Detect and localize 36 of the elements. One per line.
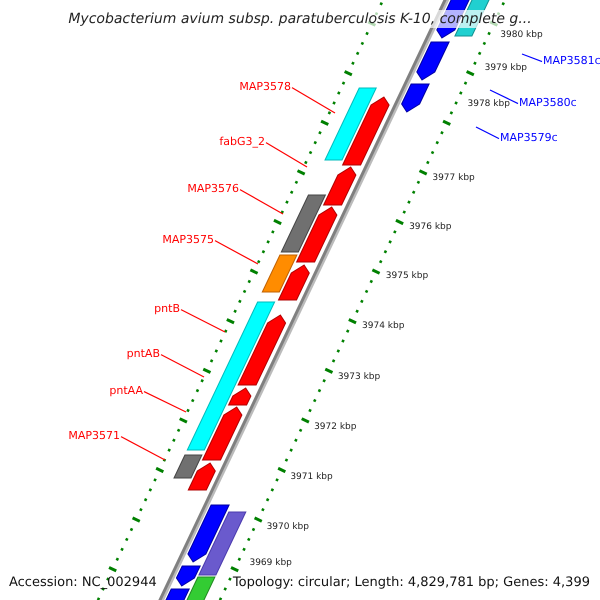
tick-label: 3972 kbp bbox=[314, 423, 356, 432]
gene-label: fabG3_2 bbox=[219, 136, 265, 147]
gene-label: MAP3580c bbox=[519, 97, 577, 108]
tick-label: 3976 kbp bbox=[409, 223, 452, 232]
gene-label: pntAA bbox=[109, 385, 143, 396]
gene-label: MAP3575 bbox=[162, 234, 214, 245]
leader-line bbox=[160, 354, 204, 378]
tick-label: 3978 kbp bbox=[468, 100, 510, 109]
tick-label: 3973 kbp bbox=[338, 373, 380, 382]
leader-line bbox=[240, 189, 284, 215]
tick-label: 3977 kbp bbox=[432, 174, 475, 183]
tick-label: 3975 kbp bbox=[386, 272, 428, 281]
leader-line bbox=[266, 142, 308, 168]
leader-line bbox=[180, 309, 226, 333]
tick-label: 3969 kbp bbox=[249, 559, 292, 568]
accession-text: Accession: NC_002944 bbox=[9, 576, 157, 589]
genome-info-text: Topology: circular; Length: 4,829,781 bp; Genes: 4,399 bbox=[232, 576, 590, 589]
tick-label: 3970 kbp bbox=[266, 523, 309, 532]
leader-line bbox=[120, 436, 166, 461]
gene-label: MAP3579c bbox=[500, 132, 558, 143]
leader-line bbox=[144, 391, 186, 413]
leader-line bbox=[214, 240, 258, 265]
leader-line bbox=[490, 89, 518, 104]
gene-label: MAP3581c bbox=[543, 55, 600, 66]
leader-line bbox=[476, 126, 500, 140]
leader-line bbox=[292, 87, 336, 114]
gene-label: MAP3571 bbox=[68, 430, 120, 441]
tick-label: 3979 kbp bbox=[484, 64, 527, 73]
gene-label: pntAB bbox=[126, 348, 160, 359]
gene-label: MAP3578 bbox=[239, 81, 291, 92]
gene-label: pntB bbox=[154, 303, 180, 314]
tick-label: 3974 kbp bbox=[362, 322, 404, 331]
gene-label: MAP3576 bbox=[187, 183, 239, 194]
tick-label: 3980 kbp bbox=[500, 31, 543, 40]
tick-label: 3971 kbp bbox=[290, 473, 333, 482]
leader-line bbox=[522, 53, 542, 62]
